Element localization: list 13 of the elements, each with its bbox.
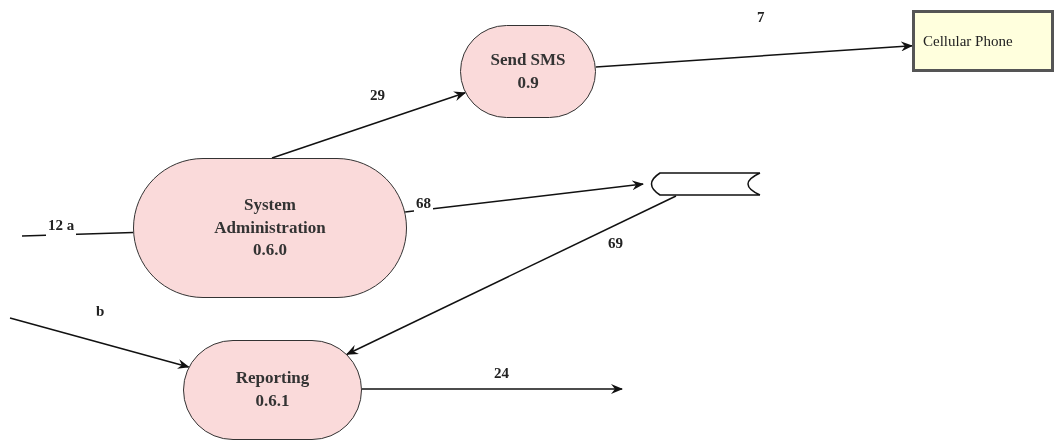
- node-number: 0.6.1: [255, 390, 290, 412]
- arrow: [9, 317, 190, 369]
- arrow: [346, 195, 677, 355]
- entity-box: [912, 10, 1054, 72]
- node-title: Cellular Phone: [923, 31, 1013, 51]
- arrow: [361, 384, 623, 394]
- node-title: Reporting: [235, 367, 310, 390]
- node-title: System Administration: [213, 193, 327, 239]
- node-number: 0.9: [517, 71, 539, 94]
- arrow: [271, 91, 467, 159]
- arrow: [595, 41, 913, 68]
- node-title: Send SMS: [490, 48, 566, 71]
- node-number: 0.6.0: [253, 239, 287, 262]
